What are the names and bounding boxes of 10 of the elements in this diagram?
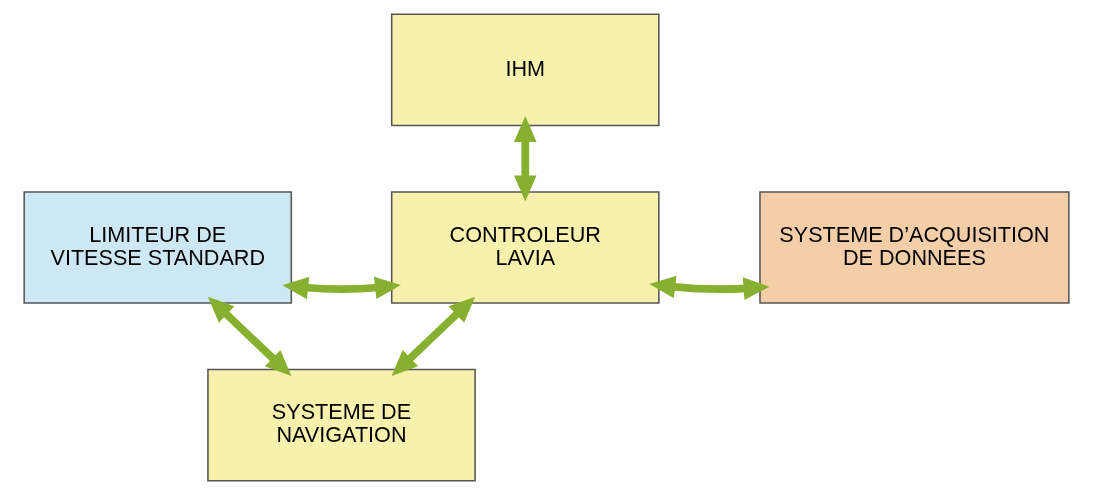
node-box: SYSTEME DE NAVIGATION xyxy=(207,368,476,482)
node-box: LIMITEUR DE VITESSE STANDARD xyxy=(23,191,293,304)
node-box: CONTROLEUR LAVIA xyxy=(390,191,660,304)
arrow xyxy=(649,275,770,300)
node-box: IHM xyxy=(390,13,660,127)
arrow xyxy=(513,116,537,202)
node-box: SYSTEME D’ACQUISITION DE DONNEES xyxy=(759,191,1070,304)
arrow xyxy=(207,296,292,376)
arrow xyxy=(391,296,476,376)
arrow xyxy=(282,276,401,300)
